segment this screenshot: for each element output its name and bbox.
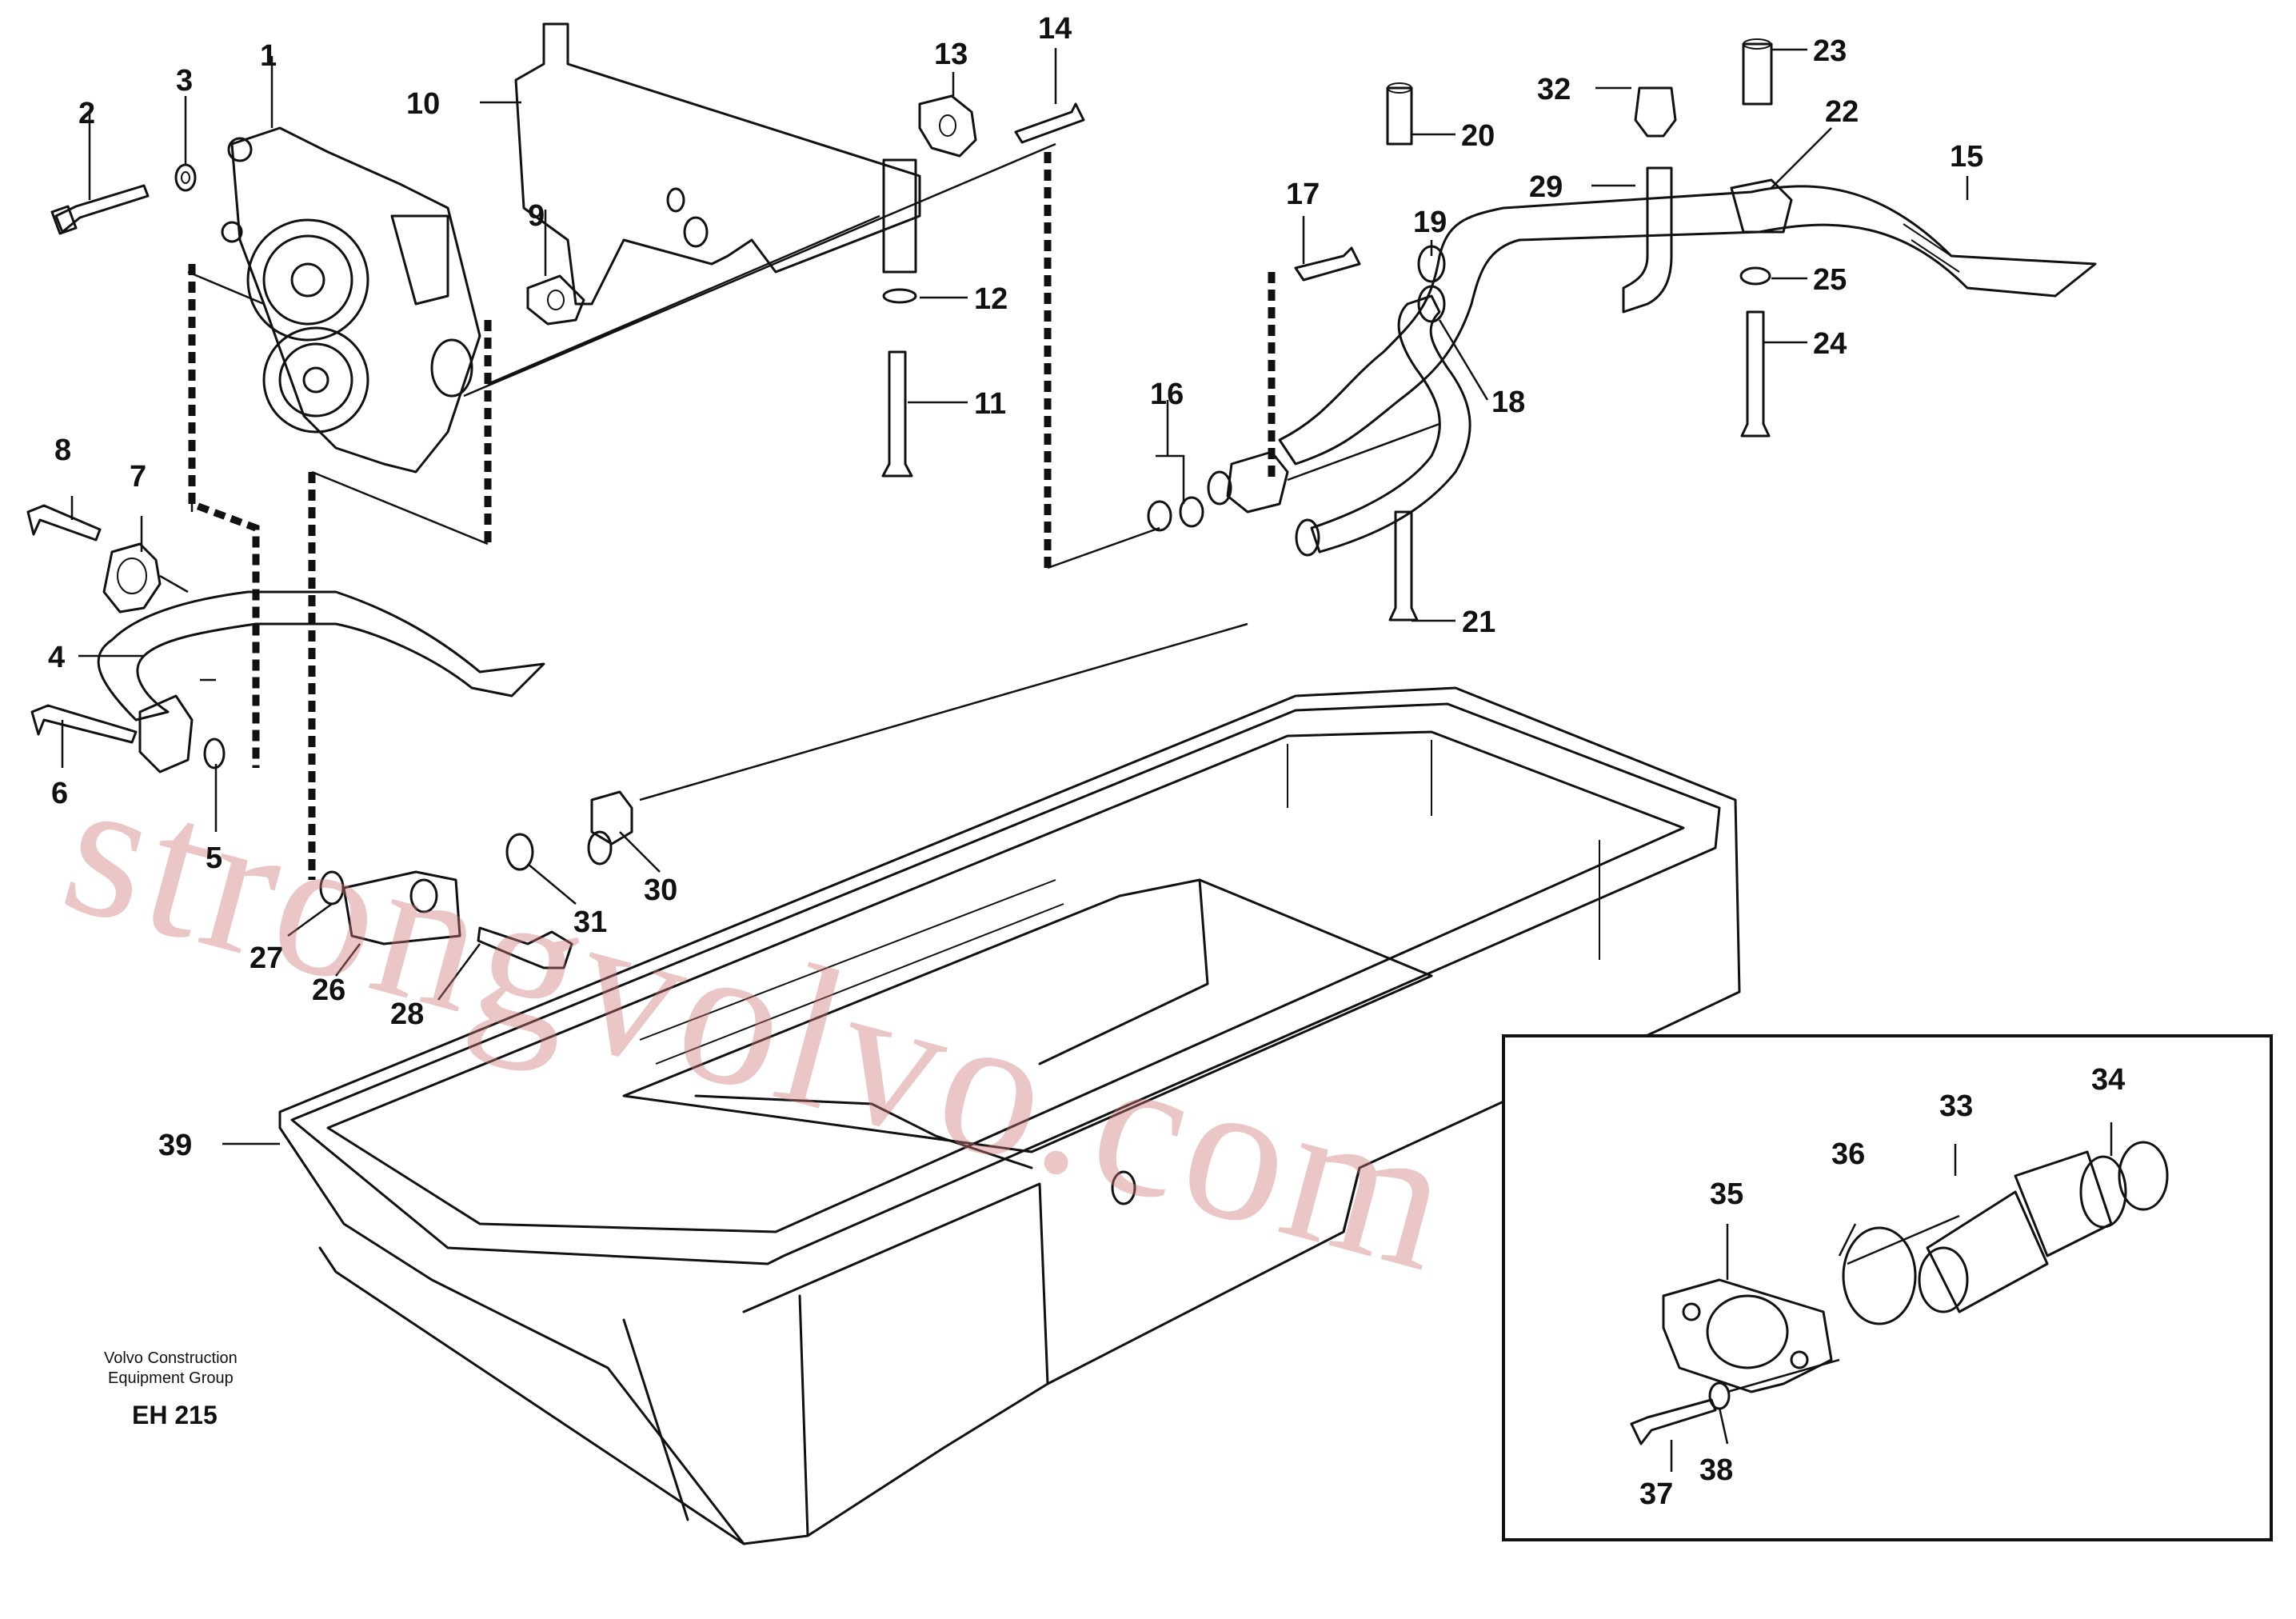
- callout-13: 13: [934, 38, 968, 71]
- callout-33: 33: [1939, 1089, 1973, 1123]
- bolt-2: [50, 184, 150, 235]
- sleeve-top-12: [882, 158, 917, 274]
- callout-35: 35: [1710, 1177, 1743, 1211]
- callout-27: 27: [250, 941, 283, 975]
- callout-7: 7: [130, 460, 146, 494]
- callout-29: 29: [1529, 170, 1563, 204]
- callouts: 1 2 3 4 5 6 7 8 9 10 11 12 13 14 15 16 1…: [48, 12, 2125, 1511]
- callout-1: 1: [260, 39, 277, 73]
- callout-24: 24: [1813, 327, 1847, 361]
- bolt-11: [881, 350, 913, 478]
- callout-20: 20: [1461, 119, 1495, 153]
- pipe-18: [1295, 294, 1471, 557]
- callout-36: 36: [1831, 1137, 1865, 1171]
- leader-lines: [61, 48, 2113, 1472]
- callout-38: 38: [1699, 1453, 1733, 1487]
- callout-31: 31: [573, 905, 607, 939]
- callout-23: 23: [1813, 34, 1847, 68]
- callout-2: 2: [78, 97, 95, 130]
- bolt-24: [1740, 310, 1771, 438]
- callout-34: 34: [2091, 1063, 2125, 1097]
- seals-16: [1147, 496, 1204, 532]
- callout-8: 8: [54, 434, 71, 467]
- plug-30: [587, 790, 633, 865]
- flange-26: [342, 870, 461, 945]
- callout-25: 25: [1813, 263, 1847, 297]
- credit-line-2: Equipment Group: [108, 1369, 234, 1387]
- callout-11: 11: [974, 387, 1006, 421]
- callout-26: 26: [312, 973, 345, 1007]
- washer-25: [1739, 266, 1771, 286]
- fitting-32: [1634, 86, 1677, 138]
- callout-15: 15: [1950, 140, 1983, 174]
- bracket-13: [918, 94, 977, 158]
- washer-3: [174, 163, 197, 192]
- callout-5: 5: [206, 841, 222, 875]
- bracket-10: [514, 22, 921, 306]
- washer-12: [882, 288, 917, 304]
- suction-pipe-4: [97, 590, 545, 722]
- drawing-code: EH 215: [132, 1401, 218, 1429]
- callout-3: 3: [176, 64, 193, 98]
- bolt-14: [1014, 102, 1085, 144]
- dashed-guides: [188, 152, 1276, 880]
- callout-6: 6: [51, 777, 68, 810]
- callout-4: 4: [48, 641, 65, 674]
- credit-line-1: Volvo Construction: [104, 1349, 238, 1367]
- bolt-28: [477, 926, 573, 969]
- callout-21: 21: [1462, 606, 1495, 639]
- watermark: strongvolvo.com: [45, 733, 1475, 1315]
- callout-10: 10: [406, 87, 440, 121]
- oil-pump: [221, 126, 481, 474]
- callout-39: 39: [158, 1129, 192, 1162]
- credit-block: Volvo Construction Equipment Group EH 21…: [104, 1349, 238, 1429]
- oil-pan: [278, 686, 1741, 1545]
- callout-22: 22: [1825, 95, 1859, 129]
- callout-14: 14: [1038, 12, 1072, 46]
- flange-16: [1207, 450, 1289, 514]
- callout-19: 19: [1413, 206, 1447, 239]
- clamp-22: [1730, 178, 1793, 234]
- callout-16: 16: [1150, 378, 1184, 411]
- callout-30: 30: [644, 873, 677, 907]
- callout-12: 12: [974, 282, 1008, 316]
- callout-37: 37: [1639, 1477, 1673, 1511]
- callout-18: 18: [1491, 386, 1525, 419]
- pipe-29: [1622, 166, 1673, 314]
- gasket-9: [526, 274, 585, 326]
- callout-9: 9: [528, 199, 545, 233]
- inset-detail: [1502, 1034, 2273, 1541]
- bolt-17: [1294, 246, 1361, 282]
- clamp-7: [102, 542, 162, 614]
- alignment-lines: [187, 142, 1440, 802]
- callout-28: 28: [390, 997, 424, 1031]
- callout-32: 32: [1537, 73, 1571, 106]
- sleeve-23: [1742, 38, 1773, 106]
- suction-pipe-15: [1278, 185, 2097, 466]
- seal-31: [505, 833, 534, 871]
- bolt-8: [26, 504, 102, 542]
- bolt-21: [1388, 510, 1419, 622]
- flange-left: [30, 694, 226, 774]
- callout-17: 17: [1286, 178, 1320, 211]
- sleeve-20: [1386, 82, 1413, 146]
